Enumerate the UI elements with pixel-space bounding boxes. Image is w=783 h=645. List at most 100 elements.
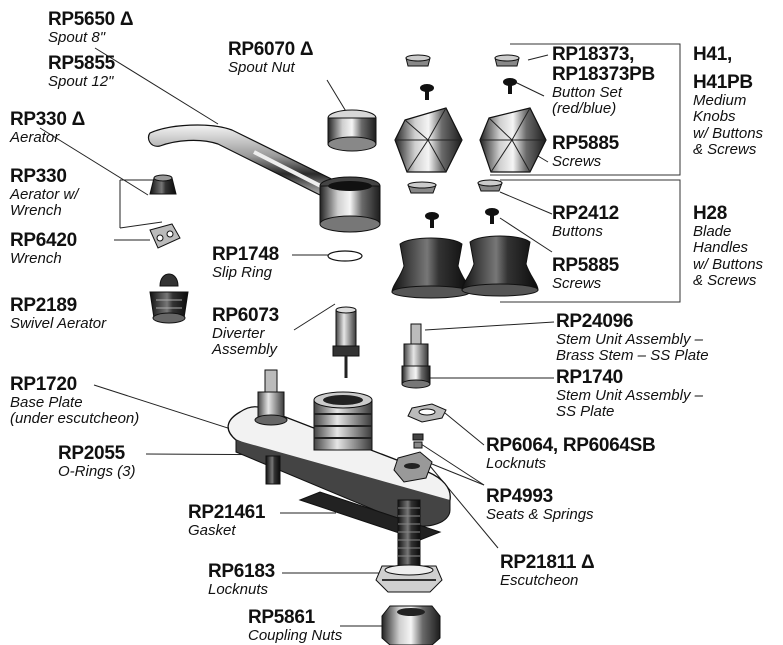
part-desc: Slip Ring	[212, 263, 273, 281]
part-desc: Screws	[552, 152, 602, 170]
part-number: RP2412	[552, 203, 619, 224]
part-number: RP1720	[10, 374, 77, 395]
part-desc: Button Set	[552, 83, 623, 101]
part-desc: Locknuts	[486, 454, 547, 472]
label-rp1748: RP1748 Slip Ring	[212, 245, 279, 281]
part-number: RP1740	[556, 367, 623, 388]
part-number: RP5885	[552, 133, 619, 154]
label-rp6070: RP6070 Δ Spout Nut	[228, 39, 314, 76]
label-rp5855: RP5855 Spout 12"	[48, 54, 115, 90]
part-number: RP2189	[10, 295, 77, 316]
part-desc: Gasket	[188, 521, 236, 539]
part-desc: Stem Unit Assembly –	[556, 386, 703, 404]
buttons-h28	[407, 179, 503, 194]
diverter-assembly	[332, 306, 360, 378]
label-rp2412: RP2412 Buttons	[552, 204, 619, 240]
label-rp6183: RP6183 Locknuts	[208, 562, 275, 598]
part-desc: (red/blue)	[552, 99, 617, 117]
part-desc: w/ Buttons	[693, 124, 764, 142]
part-number: RP5861	[248, 607, 315, 628]
part-desc: & Screws	[693, 141, 757, 159]
escutcheon	[227, 406, 451, 527]
label-rp4993: RP4993 Seats & Springs	[486, 487, 594, 523]
part-desc: Buttons	[552, 222, 603, 240]
blade-handles	[391, 235, 539, 299]
label-rp5650: RP5650 Δ Spout 8"	[48, 9, 134, 46]
part-desc: O-Rings (3)	[58, 462, 136, 480]
part-number: RP6070 Δ	[228, 39, 314, 60]
label-rp21811: RP21811 Δ Escutcheon	[500, 552, 595, 589]
part-desc: Assembly	[212, 340, 278, 358]
label-rp21461: RP21461 Gasket	[188, 503, 265, 539]
label-rp6073: RP6073 Diverter Assembly	[212, 306, 279, 357]
locknut	[407, 403, 447, 423]
part-desc: Medium	[693, 91, 747, 109]
part-number: RP6073	[212, 305, 279, 326]
part-desc: Spout 12"	[48, 72, 114, 90]
label-rp6420: RP6420 Wrench	[10, 231, 77, 267]
button-set-h41	[405, 54, 520, 67]
part-desc: Locknuts	[208, 580, 269, 598]
label-rp24096: RP24096 Stem Unit Assembly – Brass Stem …	[556, 312, 709, 363]
label-rp2189: RP2189 Swivel Aerator	[10, 296, 106, 332]
label-rp5885-bottom: RP5885 Screws	[552, 256, 619, 292]
medium-knobs	[394, 107, 547, 173]
threaded-shank	[397, 499, 421, 567]
part-desc: Wrench	[10, 249, 62, 267]
part-desc: Seats & Springs	[486, 505, 594, 523]
label-rp1720: RP1720 Base Plate (under escutcheon)	[10, 375, 139, 426]
stem-unit-assembly	[401, 323, 431, 389]
part-desc: Aerator w/	[10, 185, 79, 203]
part-number: RP2055	[58, 443, 125, 464]
part-number: RP5650 Δ	[48, 9, 134, 30]
label-h41: H41, H41PB Medium Knobs w/ Buttons & Scr…	[693, 45, 763, 159]
part-number: H28	[693, 203, 727, 224]
part-desc: Escutcheon	[500, 571, 579, 589]
part-number: RP21811 Δ	[500, 552, 595, 573]
part-number: H41,	[693, 44, 732, 65]
slip-ring	[327, 250, 363, 262]
part-desc: & Screws	[693, 272, 757, 290]
part-number: RP6183	[208, 561, 275, 582]
part-number: RP21461	[188, 502, 266, 523]
label-rp5861: RP5861 Coupling Nuts	[248, 608, 342, 644]
part-number: H41PB	[693, 71, 753, 93]
part-desc: Aerator	[10, 128, 60, 146]
aerator	[149, 174, 177, 195]
part-desc: Coupling Nuts	[248, 626, 343, 644]
h28-bracket	[500, 179, 681, 303]
part-number: RP330	[10, 166, 67, 187]
part-number: RP6064, RP6064SB	[486, 435, 656, 456]
part-desc: Brass Stem – SS Plate	[556, 346, 709, 364]
label-rp330-aerator-wrench: RP330 Aerator w/ Wrench	[10, 167, 78, 218]
part-desc: Base Plate	[10, 393, 83, 411]
part-number: RP6420	[10, 230, 77, 251]
part-desc: Spout Nut	[228, 58, 295, 76]
screws-h41	[420, 78, 517, 100]
locknut-rp6183	[375, 564, 443, 593]
part-desc: Stem Unit Assembly –	[556, 330, 703, 348]
part-desc: Knobs	[693, 108, 736, 126]
part-number: RP1748	[212, 244, 279, 265]
label-h28: H28 Blade Handles w/ Buttons & Screws	[693, 204, 763, 290]
label-rp5885-top: RP5885 Screws	[552, 134, 619, 170]
label-rp330-aerator: RP330 Δ Aerator	[10, 110, 85, 146]
part-desc: (under escutcheon)	[10, 409, 140, 427]
part-desc: Blade	[693, 222, 732, 240]
screws-h28	[425, 208, 499, 228]
part-number: RP4993	[486, 486, 553, 507]
seats-springs	[412, 433, 424, 449]
leader-lines	[39, 47, 555, 627]
part-number: RP18373PB	[552, 63, 655, 85]
diverter-housing	[313, 391, 373, 451]
part-number: RP5855	[48, 53, 115, 74]
part-desc: Diverter	[212, 324, 265, 342]
label-rp2055: RP2055 O-Rings (3)	[58, 444, 136, 480]
left-valve	[254, 369, 288, 426]
part-desc: w/ Buttons	[693, 255, 764, 273]
right-hex-fitting	[393, 451, 433, 483]
h41-bracket	[490, 43, 681, 176]
label-rp18373: RP18373, RP18373PB Button Set (red/blue)	[552, 45, 655, 116]
spout-nut	[327, 109, 377, 152]
